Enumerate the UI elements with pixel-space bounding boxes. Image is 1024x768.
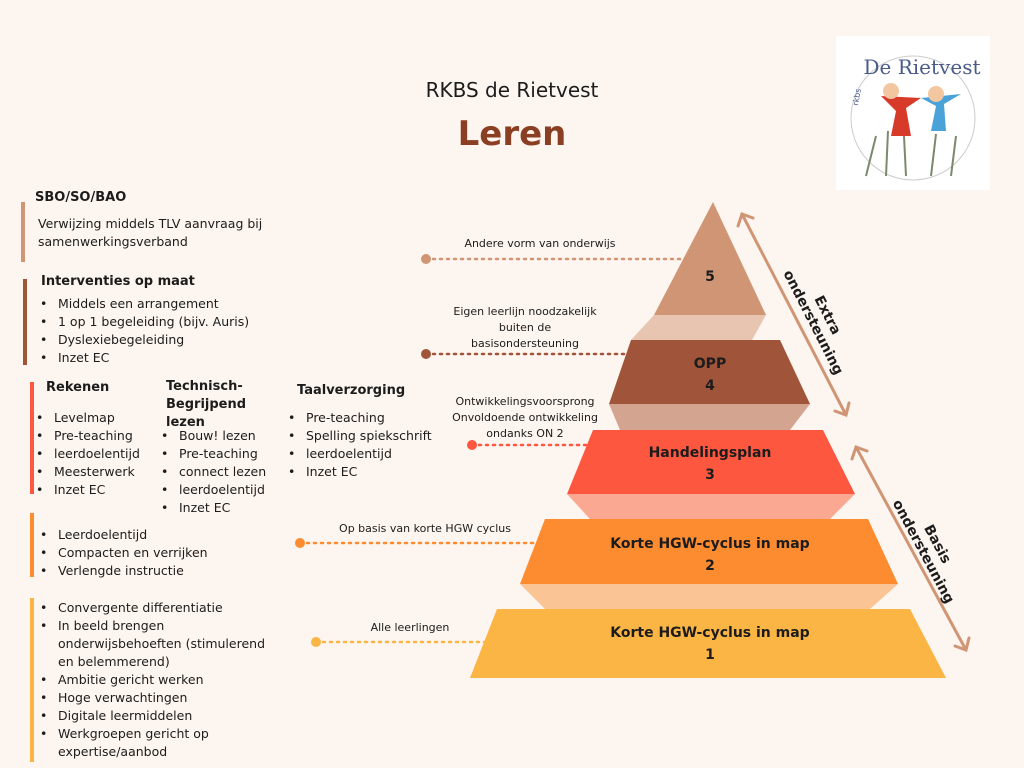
header-subtitle: RKBS de Rietvest — [425, 78, 599, 102]
list-item: Verlengde instructie — [38, 562, 208, 580]
list-item: connect lezen — [159, 463, 266, 481]
layer-5 — [654, 202, 766, 315]
layer-3 — [567, 430, 855, 494]
svg-text:De Rietvest: De Rietvest — [864, 55, 981, 79]
connector-4-3 — [609, 404, 810, 430]
dot-4 — [421, 349, 431, 359]
level3-bar — [30, 382, 34, 494]
list-item: Levelmap — [34, 409, 140, 427]
level2-bar — [30, 513, 34, 577]
list-item: Bouw! lezen — [159, 427, 266, 445]
interventies-title: Interventies op maat — [41, 274, 195, 289]
interventies-list: Middels een arrangement 1 op 1 begeleidi… — [38, 295, 249, 367]
sbo-title: SBO/SO/BAO — [35, 190, 127, 205]
rekenen-list: Levelmap Pre-teaching leerdoelentijd Mee… — [34, 409, 140, 499]
list-item: Werkgroepen gericht op expertise/aanbod — [38, 725, 258, 761]
list-item: Inzet EC — [159, 499, 266, 517]
list-item: Spelling spiekschrift — [286, 427, 432, 445]
page-title: Leren — [457, 114, 567, 154]
note-4: Eigen leerlijn noodzakelijk buiten de ba… — [453, 305, 597, 350]
note-3: Ontwikkelingsvoorsprong Onvoldoende ontw… — [452, 395, 598, 440]
list-item: In beeld brengen onderwijsbehoeften (sti… — [38, 617, 278, 671]
connector-2-1 — [520, 584, 898, 609]
svg-text:rkbs: rkbs — [851, 88, 863, 106]
list-item: Middels een arrangement — [38, 295, 249, 313]
list-item: Hoge verwachtingen — [38, 689, 278, 707]
list-item: Pre-teaching — [159, 445, 266, 463]
note-5: Andere vorm van onderwijs — [464, 237, 616, 250]
level1-bar — [30, 598, 34, 762]
rekenen-title: Rekenen — [46, 380, 110, 395]
list-item: Meesterwerk — [34, 463, 140, 481]
list-item: Pre-teaching — [34, 427, 140, 445]
list-item: Compacten en verrijken — [38, 544, 208, 562]
logo: De Rietvest rkbs — [836, 36, 990, 190]
list-item: Digitale leermiddelen — [38, 707, 278, 725]
sbo-bar — [21, 202, 25, 262]
list-item: Inzet EC — [286, 463, 432, 481]
note-1: Alle leerlingen — [370, 621, 450, 634]
connector-5-4 — [631, 315, 766, 340]
level2-list: Leerdoelentijd Compacten en verrijken Ve… — [38, 526, 208, 580]
list-item: Pre-teaching — [286, 409, 432, 427]
list-item: Inzet EC — [34, 481, 140, 499]
dot-5 — [421, 254, 431, 264]
dot-1 — [311, 637, 321, 647]
list-item: Inzet EC — [38, 349, 249, 367]
list-item: leerdoelentijd — [159, 481, 266, 499]
dot-2 — [295, 538, 305, 548]
logo-image: De Rietvest rkbs — [850, 55, 981, 181]
list-item: Convergente differentiatie — [38, 599, 278, 617]
layer-1 — [470, 609, 946, 678]
layer-5-number: 5 — [705, 269, 715, 285]
interventies-bar — [23, 279, 27, 365]
extra-arrow — [740, 212, 848, 417]
taal-list: Pre-teaching Spelling spiekschrift leerd… — [286, 409, 432, 481]
note-2: Op basis van korte HGW cyclus — [339, 522, 511, 535]
list-item: Dyslexiebegeleiding — [38, 331, 249, 349]
list-item: 1 op 1 begeleiding (bijv. Auris) — [38, 313, 249, 331]
list-item: leerdoelentijd — [34, 445, 140, 463]
layer-2 — [520, 519, 898, 584]
taal-title: Taalverzorging — [297, 383, 406, 398]
layer-4 — [609, 340, 810, 404]
list-item: leerdoelentijd — [286, 445, 432, 463]
lezen-list: Bouw! lezen Pre-teaching connect lezen l… — [159, 427, 266, 517]
level1-list: Convergente differentiatie In beeld bren… — [38, 599, 278, 761]
basis-arrow — [854, 445, 968, 652]
dot-3 — [467, 440, 477, 450]
connector-3-2 — [567, 494, 855, 519]
list-item: Leerdoelentijd — [38, 526, 208, 544]
list-item: Ambitie gericht werken — [38, 671, 278, 689]
sbo-text: Verwijzing middels TLV aanvraag bij same… — [38, 216, 263, 249]
